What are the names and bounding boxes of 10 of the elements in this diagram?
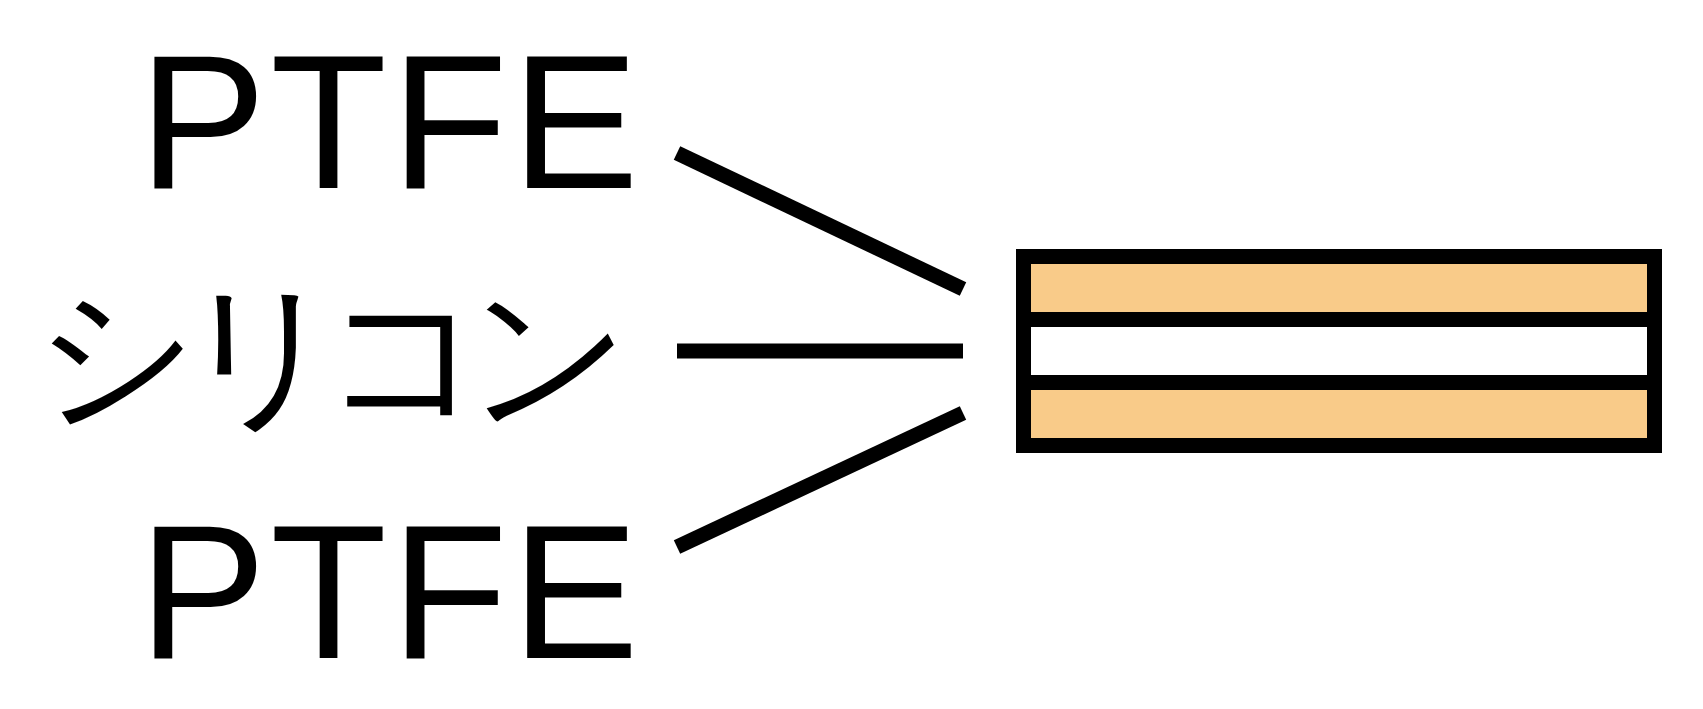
- leader-line: [673, 406, 967, 554]
- material-label: PTFE: [138, 26, 643, 217]
- material-label: PTFE: [138, 496, 643, 687]
- layer-stack: [1016, 249, 1662, 453]
- material-layer: [1031, 312, 1647, 390]
- leader-line: [673, 146, 967, 296]
- material-label: シリコン: [35, 275, 631, 435]
- leader-line: [677, 343, 963, 359]
- material-layer: [1031, 264, 1647, 312]
- material-layer: [1031, 390, 1647, 438]
